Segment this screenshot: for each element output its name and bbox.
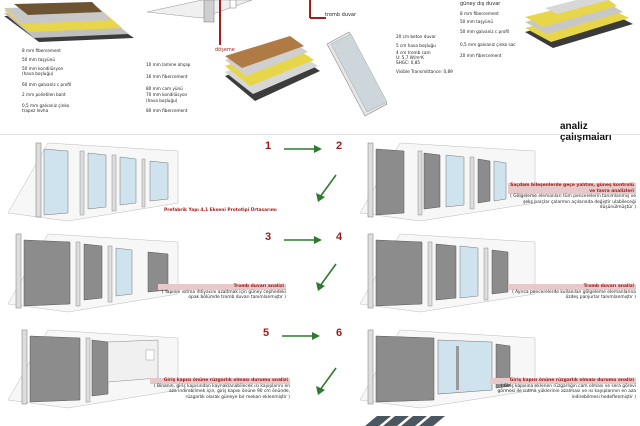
step-number-1: 1 xyxy=(265,140,272,152)
caption-title-step-2: Saçdam bileşenlerde geçe yalıtım, güneş … xyxy=(508,183,636,194)
step-number-3: 3 xyxy=(265,231,272,243)
arrow-icon-5-6 xyxy=(282,332,320,340)
step-number-2: 2 xyxy=(336,140,343,152)
tromb-layer-3: U: 5,7 W/m²K xyxy=(396,55,424,60)
floor-layer-5: 80 mm fibercement xyxy=(146,108,188,113)
caption-title-step-3: Tromb duvarı analizi xyxy=(158,284,286,290)
floor-layer-4: (hava boşluğu) xyxy=(146,98,178,103)
left-wall-layers-drawing xyxy=(4,2,134,42)
arrow-icon-4-5 xyxy=(316,263,337,291)
south-wall-layers-drawing xyxy=(525,0,633,48)
floor-layer-3: 70 mm kondilüsyon xyxy=(146,92,188,97)
caption-body-step-3: ( Yapının ısıtma ihtiyacını azaltmak içi… xyxy=(161,289,286,301)
step-number-4: 4 xyxy=(336,231,343,243)
caption-body-step-2: ( Gölgeleme elemanları tüm pencerelerin … xyxy=(510,194,636,210)
floor-layer-2: 80 mm cam yünü xyxy=(146,86,183,91)
tromb-layer-4: SHGC: 0,85 xyxy=(396,60,421,65)
tromb-layer-2: 4 cm tromb cam xyxy=(396,50,431,55)
floor-layer-0: 10 mm lamine ahşap xyxy=(146,62,191,67)
caption-body-step-6: ( Giriş kapısına eklenen rüzgarlığın cam… xyxy=(497,383,636,400)
caption-step-6: Giriş kapısı önüne rüzgarlık olması duru… xyxy=(490,378,636,400)
floor-layers-drawing xyxy=(225,36,320,101)
south-layer-4: 20 mm fibercement xyxy=(460,53,502,58)
analysis-title: analiz çalışmaları xyxy=(560,121,612,143)
caption-title-step-6: Giriş kapısı önüne rüzgarlık olması duru… xyxy=(490,378,636,384)
caption-step-2: Saçdam bileşenlerde geçe yalıtım, güneş … xyxy=(508,183,636,211)
caption-step-1: Prefabrik Yapı 4,1 Ekseni Prototipi Ürta… xyxy=(164,208,284,214)
tromb-layer-0: 20 cm beton duvar xyxy=(396,34,436,39)
tromb-wall-drawing xyxy=(326,31,388,117)
caption-title-step-4: Tromb duvarı analizi xyxy=(508,284,636,290)
arrow-icon-2-3 xyxy=(316,174,337,202)
facade-drawing-step-2 xyxy=(359,142,536,222)
facade-drawing-step-5 xyxy=(7,329,179,409)
facade-drawing-step-6 xyxy=(359,329,536,409)
doseme-label: döşeme xyxy=(215,47,235,53)
building-sketch-drawing xyxy=(146,0,253,23)
section-divider xyxy=(0,134,640,135)
left-layer-6: 0,5 mm galvaniz çinko xyxy=(22,103,70,108)
left-layer-5: 2 mm polietilen bant xyxy=(22,92,66,97)
tromb-layer-1: 5 cm hava boşluğu xyxy=(396,43,436,48)
tromb-wall-label: tromb duvar xyxy=(325,12,357,18)
facade-drawing-step-4 xyxy=(359,233,536,313)
left-layer-1: 50 mm taşyünü xyxy=(22,57,55,62)
south-layer-2: 50 mm galvaniz c profil xyxy=(460,29,510,34)
arrow-icon-3-4 xyxy=(284,236,322,244)
caption-step-5: Giriş kapısı önüne rüzgarlık olması duru… xyxy=(150,378,290,400)
caption-body-step-5: ( Binanın, giriş kapısından kaynaklanabi… xyxy=(153,383,290,400)
facade-drawing-step-1 xyxy=(7,142,179,222)
left-layer-7: trapez levha xyxy=(22,108,49,113)
left-layer-2: 50 mm kondilüsyon xyxy=(22,66,64,71)
step-number-6: 6 xyxy=(336,327,343,339)
caption-title-step-5: Giriş kapısı önüne rüzgarlık olması duru… xyxy=(150,378,290,384)
facade-drawing-step-3 xyxy=(7,233,179,313)
left-layer-0: 8 mm fibercement xyxy=(22,48,61,53)
left-layer-3: (hava boşluğu) xyxy=(22,71,54,76)
caption-title-step-1: Prefabrik Yapı 4,1 Ekseni Prototipi Ürta… xyxy=(164,208,277,213)
caption-step-4: Tromb duvarı analizi ( Ayrıca pencereler… xyxy=(508,284,636,301)
south-wall-title: güney dış duvar xyxy=(460,1,501,7)
step-number-5: 5 xyxy=(263,327,270,339)
floor-layer-1: 16 mm fibercement xyxy=(146,74,188,79)
left-layer-4: 60 mm galvaniz c profil xyxy=(22,82,72,87)
caption-step-3: Tromb duvarı analizi ( Yapının ısıtma ih… xyxy=(158,284,286,301)
caption-body-step-4: ( Ayrıca pencerelerde kullanılan gölgele… xyxy=(512,289,636,301)
red-leader-lines xyxy=(219,0,326,45)
south-layer-3: 0,5 mm galvaniz çinko sac xyxy=(460,42,516,47)
tromb-layer-5: Visible Transmittance: 0,89 xyxy=(396,69,453,74)
solar-panels-drawing xyxy=(365,416,445,426)
south-layer-1: 50 mm taşyünü xyxy=(460,19,493,24)
arrow-icon-1-2 xyxy=(284,145,322,153)
south-layer-0: 8 mm fibercement xyxy=(460,11,499,16)
arrow-icon-6-next xyxy=(316,367,337,395)
